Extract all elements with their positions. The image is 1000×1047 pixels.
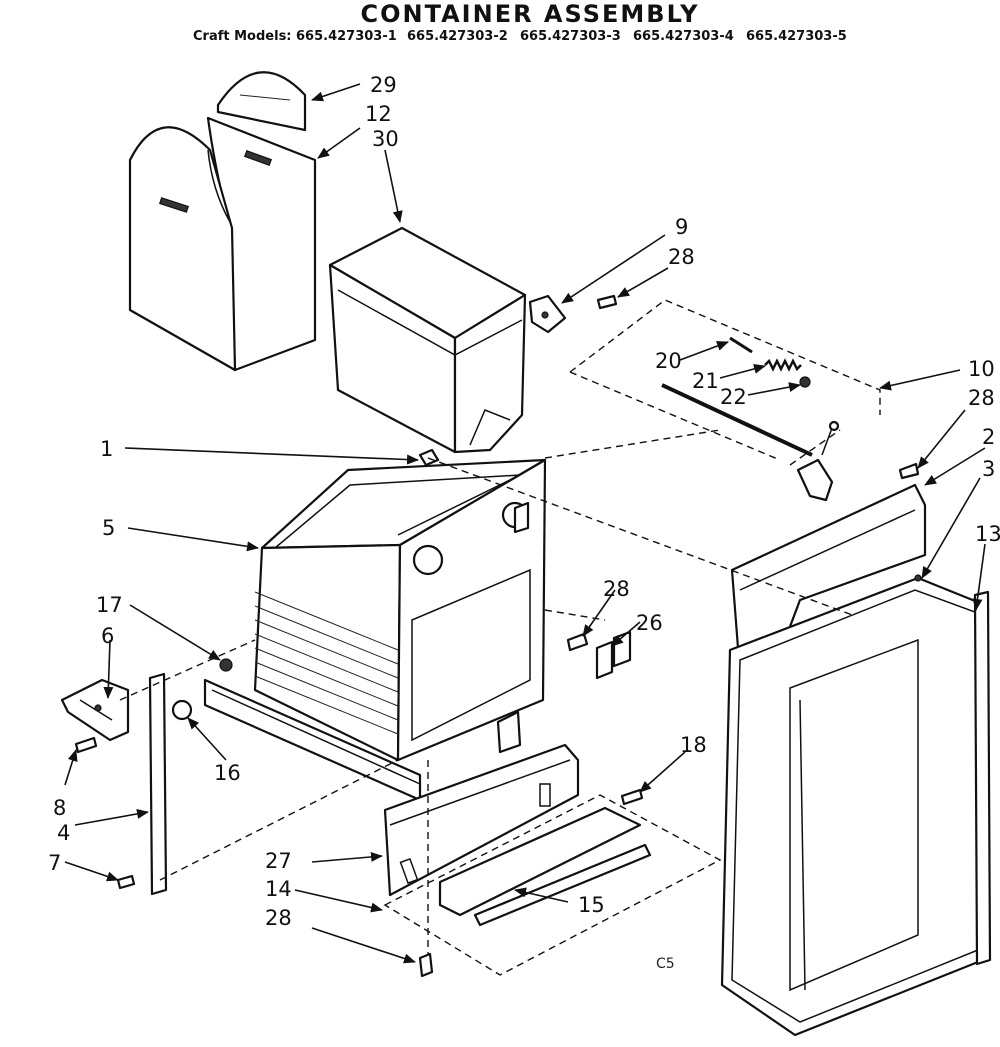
model-4: 665.427303-4 (633, 29, 734, 44)
model-5: 665.427303-5 (746, 29, 847, 44)
part-27-front-panel (383, 743, 580, 897)
model-3: 665.427303-3 (520, 29, 621, 44)
models-label: Craft Models: (193, 29, 292, 44)
part-26-hinge (595, 630, 632, 680)
callout-27: 27 (265, 849, 292, 873)
callout-8: 8 (53, 796, 66, 820)
part-22-nut (799, 376, 811, 388)
model-1: 665.427303-1 (296, 29, 397, 44)
callout-2: 2 (982, 425, 995, 449)
part-7-screw (116, 874, 136, 890)
callout-1: 1 (100, 437, 113, 461)
screw-28-top (596, 294, 618, 310)
callout-26: 26 (636, 611, 663, 635)
part-14-tray-assembly (383, 794, 722, 976)
callout-5: 5 (102, 516, 115, 540)
diagram-code: C5 (656, 956, 675, 972)
diagram-title: CONTAINER ASSEMBLY (361, 0, 700, 28)
callout-28-middle: 28 (603, 577, 630, 601)
part-10-linkage-assembly (569, 299, 881, 502)
callout-labels: 29 12 30 9 28 20 21 22 10 28 2 3 13 1 5 … (48, 73, 1000, 930)
part-13-door-gasket (973, 590, 992, 966)
part-16-bumper (171, 699, 193, 721)
part-3-door-frame (720, 574, 990, 1037)
callout-4: 4 (57, 821, 70, 845)
screw-28-bottom (418, 952, 434, 978)
callout-20: 20 (655, 349, 682, 373)
part-9-bracket (528, 294, 567, 334)
part-17-nut (219, 658, 233, 672)
callout-14: 14 (265, 877, 292, 901)
part-8-screw (74, 736, 98, 754)
part-1-clip (418, 448, 440, 467)
callout-15: 15 (578, 893, 605, 917)
model-2: 665.427303-2 (407, 29, 508, 44)
callout-3: 3 (982, 457, 995, 481)
part-30-container-bag (328, 226, 527, 454)
screw-28-right (898, 462, 920, 480)
part-12-bag-liners (128, 116, 317, 372)
callout-21: 21 (692, 369, 719, 393)
part-21-spring (764, 358, 802, 372)
callout-7: 7 (48, 851, 61, 875)
callout-12: 12 (365, 102, 392, 126)
callout-29: 29 (370, 73, 397, 97)
callout-13: 13 (975, 522, 1000, 546)
part-20-pin (729, 336, 753, 354)
part-18-pin (620, 788, 644, 806)
callout-9: 9 (675, 215, 688, 239)
part-4-rail (148, 672, 168, 896)
assembly-dash-lines (119, 429, 856, 955)
callout-leaders (64, 83, 986, 964)
callout-30: 30 (372, 127, 399, 151)
callout-28-top: 28 (668, 245, 695, 269)
part-6-bracket (60, 678, 130, 742)
screw-28-middle (566, 632, 589, 652)
callout-22: 22 (720, 385, 747, 409)
callout-28-right: 28 (968, 386, 995, 410)
callout-16: 16 (214, 761, 241, 785)
callout-17: 17 (96, 593, 123, 617)
callout-6: 6 (101, 624, 114, 648)
callout-28-bottom: 28 (265, 906, 292, 930)
callout-10: 10 (968, 357, 995, 381)
part-15-tray-rails (438, 806, 652, 927)
part-5-container-housing (253, 458, 547, 762)
model-list: Craft Models: 665.427303-1 665.427303-2 … (193, 29, 847, 44)
callout-18: 18 (680, 733, 707, 757)
part-29-liner-panel (216, 71, 307, 132)
